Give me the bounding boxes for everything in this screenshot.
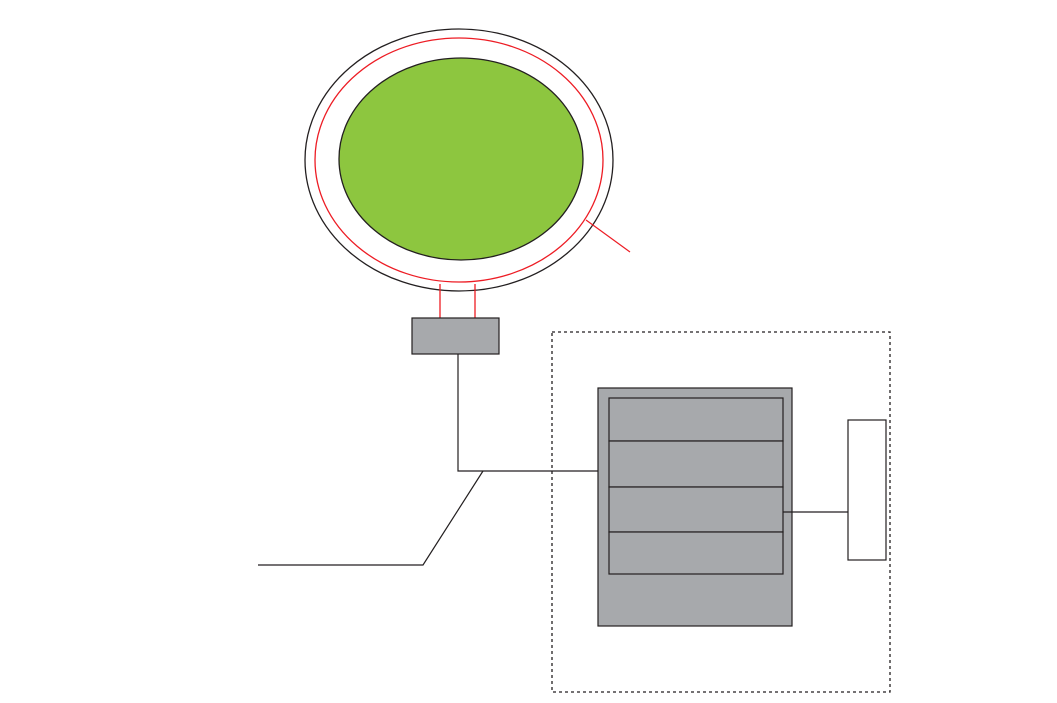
- oil-tank: [338, 57, 584, 261]
- signal-cable-leader: [258, 470, 484, 566]
- signal-transmission-cable: [457, 354, 598, 472]
- fire-linkage-box: [847, 419, 887, 561]
- control-room-boundary: [551, 331, 891, 693]
- temperature-sensing-cable-ring: [314, 37, 604, 283]
- dts-row: [608, 440, 784, 488]
- sensing-cable-leader: [585, 219, 631, 253]
- main-controller-row: [608, 486, 784, 533]
- main-display-row: [608, 397, 784, 442]
- junction-box: [411, 317, 500, 355]
- ups-power-row: [608, 531, 784, 575]
